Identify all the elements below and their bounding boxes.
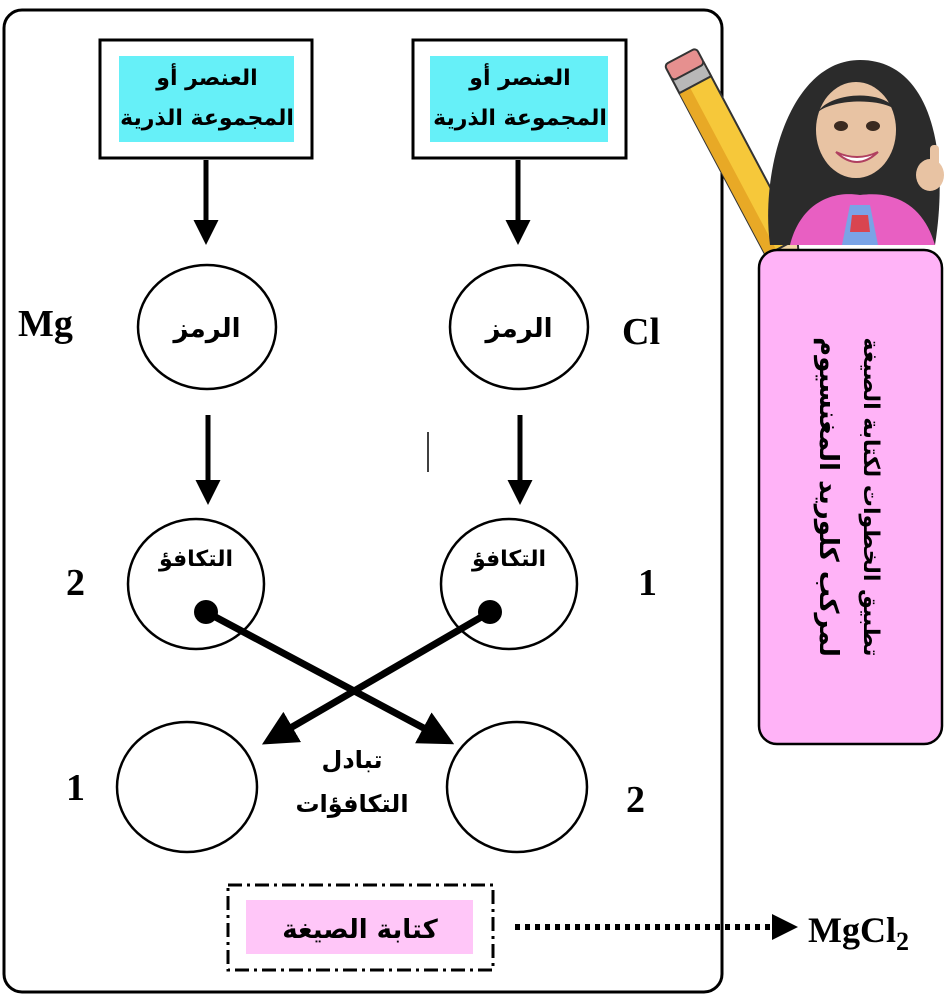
element-box-left: العنصر أو المجموعة الذرية: [98, 38, 314, 160]
right-valency-value: 1: [638, 562, 657, 604]
dot-right: [478, 600, 502, 624]
box-right-line1: العنصر أو: [468, 62, 570, 91]
box-left-line1: العنصر أو: [155, 62, 257, 91]
cross-arrow-left-to-right: [204, 608, 455, 745]
exchange-label-line2: التكافؤات: [295, 790, 408, 818]
arrow-right-icon: [772, 914, 798, 940]
valency-circle-left: التكافؤ: [126, 517, 266, 651]
exchange-label-line1: تبادل: [322, 746, 383, 774]
right-result-value: 2: [626, 779, 645, 821]
bitmoji-teacher-avatar: [664, 48, 944, 285]
main-frame: [2, 8, 724, 994]
left-result-value: 1: [66, 767, 85, 809]
dot-left: [194, 600, 218, 624]
element-box-right: العنصر أو المجموعة الذرية: [411, 38, 628, 160]
symbol-circle-left: الرمز: [136, 263, 278, 391]
cross-arrow-right-to-left: [261, 608, 492, 745]
left-symbol-value: Mg: [18, 303, 73, 345]
valency-label-left: التكافؤ: [158, 547, 233, 572]
symbol-label-right: الرمز: [483, 314, 552, 344]
symbol-label-left: الرمز: [171, 314, 240, 344]
box-right-line2: المجموعة الذرية: [433, 106, 607, 131]
result-circle-right: [445, 720, 589, 854]
valency-label-right: التكافؤ: [471, 547, 546, 572]
formula-label: كتابة الصيغة: [282, 915, 438, 945]
side-title-line2: لمركب كلوريد المغنسيوم: [813, 337, 843, 657]
side-title-box: تطبيق الخطوات لكتابة الصيغة لمركب كلوريد…: [757, 248, 944, 746]
side-title-line1: تطبيق الخطوات لكتابة الصيغة: [858, 337, 883, 656]
formula-box: كتابة الصيغة: [226, 883, 495, 972]
valency-circle-right: التكافؤ: [439, 517, 579, 651]
right-symbol-value: Cl: [622, 311, 660, 353]
box-left-line2: المجموعة الذرية: [120, 106, 294, 131]
symbol-circle-right: الرمز: [448, 263, 590, 391]
result-circle-left: [115, 720, 259, 854]
formula-result: MgCl2: [808, 910, 909, 956]
left-valency-value: 2: [66, 562, 85, 604]
